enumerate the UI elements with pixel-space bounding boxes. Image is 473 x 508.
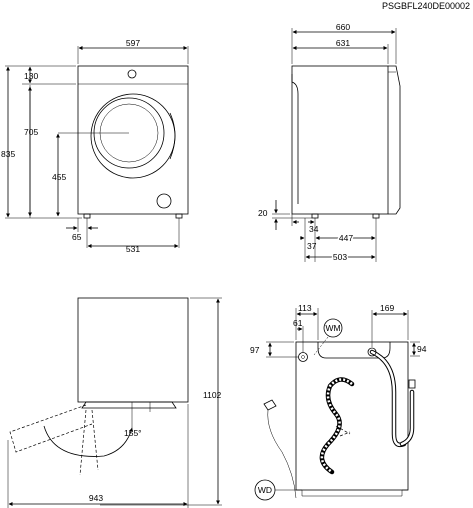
dim-inlet-x: 113	[298, 303, 312, 313]
rear-view: WM WD 113 61 169 97 94	[250, 303, 427, 501]
door-swing-arc	[43, 425, 133, 457]
open-door-outline	[9, 404, 93, 453]
dim-height-total: 835	[1, 149, 15, 159]
dim-top-panel: 130	[24, 71, 38, 81]
dim-depth-feet: 503	[333, 252, 347, 262]
document-code: PSGBFL240DE00002	[382, 1, 470, 11]
side-rear-outline	[291, 74, 299, 204]
side-foot-front	[372, 213, 380, 219]
dim-door-center: 705	[24, 127, 38, 137]
power-cable	[267, 409, 297, 499]
dim-height-open: 1102	[203, 390, 222, 400]
drain-outlet-icon	[367, 347, 377, 357]
dim-door-sweep: 943	[89, 493, 103, 503]
front-cabinet	[77, 65, 189, 215]
dim-inlet-y: 97	[250, 345, 260, 355]
top-cabinet	[77, 297, 189, 403]
dim-drain-y: 94	[417, 344, 427, 354]
filter-cap	[156, 193, 172, 209]
top-view: 155° 1102 943	[7, 297, 222, 508]
dim-foot-height: 20	[258, 208, 268, 218]
rear-top-bulge	[317, 342, 391, 359]
rear-base	[296, 489, 408, 497]
wm-badge	[323, 318, 343, 338]
side-view: 660 631 20 34 37 447 503	[258, 22, 401, 264]
dim-inlet-x2: 61	[293, 318, 303, 328]
dim-depth-total: 660	[336, 22, 350, 32]
internal-hose	[320, 378, 353, 474]
front-view: 597 835 130 705 455 65 531	[1, 38, 189, 254]
dim-feet-width: 531	[126, 244, 140, 254]
dim-foot-offset: 65	[72, 232, 82, 242]
label-wm: WM	[325, 323, 340, 333]
door-outer-ring	[90, 93, 176, 179]
top-door-front	[81, 401, 177, 409]
label-wd: WD	[258, 485, 272, 495]
power-plug-icon	[263, 399, 277, 411]
side-door-profile	[388, 65, 401, 215]
dim-door-bottom: 455	[52, 172, 66, 182]
dim-drain-x: 169	[380, 303, 394, 313]
open-door-edges	[79, 409, 99, 476]
rear-cabinet	[295, 341, 409, 491]
dim-foot-rear-offset: 37	[307, 241, 317, 251]
dim-foot-span: 447	[339, 233, 353, 243]
control-knob-icon	[127, 69, 137, 79]
hose-connector	[408, 379, 416, 389]
side-cabinet	[291, 65, 389, 215]
dim-width: 597	[126, 38, 140, 48]
water-inlet-icon	[298, 352, 308, 362]
dim-foot-front: 34	[309, 224, 319, 234]
detached-hose	[400, 390, 414, 446]
door-angle: 155°	[124, 428, 142, 438]
front-foot-left	[83, 213, 91, 219]
dim-depth-body: 631	[336, 38, 350, 48]
spray-marks	[335, 425, 351, 437]
side-foot-rear	[311, 213, 319, 219]
drain-hose	[370, 350, 406, 447]
door-handle	[169, 112, 176, 160]
front-foot-right	[175, 213, 183, 219]
